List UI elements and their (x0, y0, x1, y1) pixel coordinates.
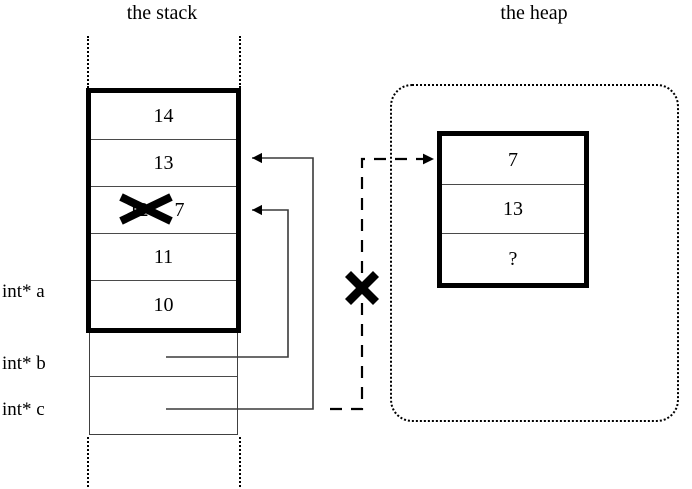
heap-cell-1: 13 (442, 185, 584, 234)
stack-cell-4-value: 10 (153, 293, 174, 316)
stack-cell-1: 13 (91, 140, 236, 187)
heap-cell-1-value: 13 (503, 198, 523, 220)
stack-cell-0-value: 14 (153, 105, 174, 127)
stack-cell-1-value: 13 (153, 152, 174, 174)
heap-block: 7 13 ? (437, 131, 589, 288)
heap-cell-0-value: 7 (508, 149, 518, 171)
stack-cell-4: 10 (91, 281, 236, 328)
stack-cell-0: 14 (91, 93, 236, 140)
stack-title: the stack (126, 2, 198, 24)
stack-cell-3: 11 (91, 234, 236, 281)
heap-cell-2-value: ? (508, 247, 518, 270)
stack-pointer-slots (89, 333, 238, 435)
x-strike-icon (118, 193, 173, 225)
stack-pointer-cell-c (90, 377, 237, 433)
stack-right-guide-top (239, 36, 241, 88)
heap-cell-2: ? (442, 234, 584, 283)
var-label-b: int* b (2, 353, 46, 374)
stack-pointer-cell-b (90, 333, 237, 377)
struck-old-value-wrap: 12 (118, 193, 173, 225)
x-cross-icon (344, 270, 380, 306)
heap-cell-0: 7 (442, 136, 584, 185)
stack-left-guide-top (87, 36, 89, 88)
stack-cell-3-value: 11 (153, 246, 174, 268)
var-label-c: int* c (2, 399, 45, 420)
heap-title: the heap (500, 2, 568, 24)
stack-right-guide-bottom (239, 437, 241, 487)
stack-frame: 14 13 12 7 11 10 (86, 88, 241, 333)
stack-cell-2-new-value: 7 (174, 199, 185, 221)
stack-cell-2: 12 7 (91, 187, 236, 234)
stack-left-guide-bottom (87, 437, 89, 487)
var-label-a: int* a (2, 281, 45, 302)
